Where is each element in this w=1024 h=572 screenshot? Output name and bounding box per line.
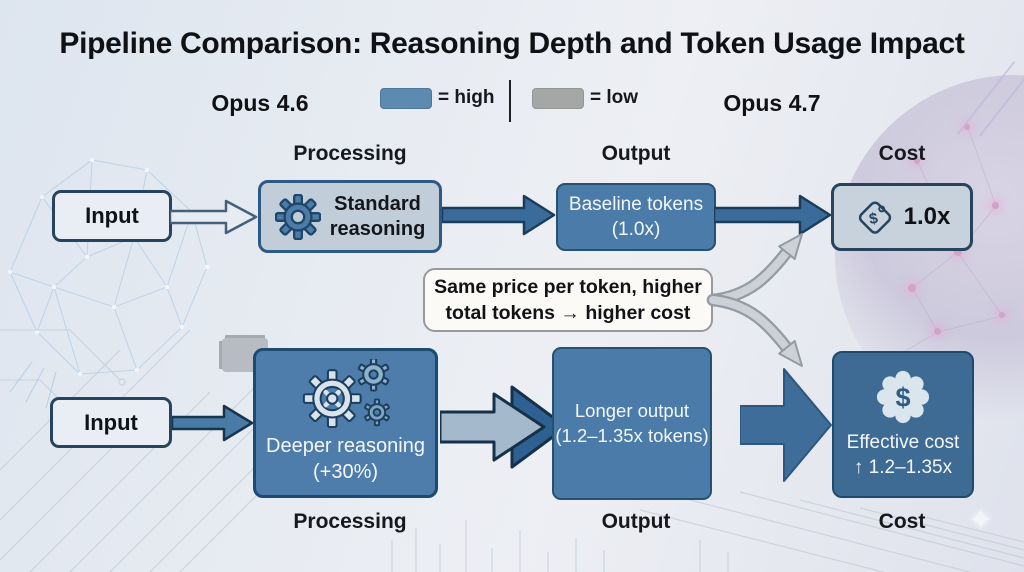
price-tag-dollar: $	[868, 210, 880, 228]
column-header-processing: Processing	[293, 142, 407, 165]
bottom-output-box: Longer output (1.2–1.35x tokens)	[552, 347, 712, 500]
page-title: Pipeline Comparison: Reasoning Depth and…	[59, 27, 965, 60]
top-processing-label: Standard reasoning	[329, 193, 426, 240]
globe-node	[992, 202, 999, 209]
globe-node	[964, 124, 970, 130]
column-header-output: Output	[601, 142, 671, 165]
top-output-box: Baseline tokens (1.0x)	[556, 183, 716, 251]
arrow-top-output-to-cost	[714, 194, 832, 236]
badge-dollar: $	[895, 383, 910, 413]
top-cost-label: 1.0x	[903, 203, 951, 230]
globe-node	[934, 328, 941, 335]
top-input-box: Input	[52, 190, 172, 242]
price-tag-icon: $	[858, 201, 891, 234]
footer-label-cost: Cost	[878, 510, 926, 533]
legend-divider	[509, 80, 511, 122]
footer-label-processing: Processing	[293, 510, 407, 533]
bottom-processing-box: Deeper reasoning (+30%)	[253, 348, 438, 498]
arrow-top-processing-to-output	[442, 194, 556, 236]
globe-node	[999, 312, 1005, 318]
gears-cluster-icon	[302, 359, 390, 429]
bottom-input-label: Input	[84, 409, 138, 435]
callout-branch-arrows	[706, 233, 803, 367]
dollar-badge-icon: $	[876, 370, 930, 423]
globe-node	[914, 158, 920, 164]
legend-low-label: = low	[590, 87, 639, 108]
arrow-bottom-input-to-processing	[172, 404, 254, 442]
arrow-bottom-processing-to-output	[440, 385, 568, 469]
top-processing-box: Standard reasoning	[258, 180, 442, 253]
price-callout: Same price per token, higher total token…	[423, 268, 713, 332]
legend-high-label: = high	[438, 87, 495, 108]
gear-icon	[274, 193, 321, 240]
bottom-cost-box: $ Effective cost ↑ 1.2–1.35x	[832, 351, 974, 498]
bottom-input-box: Input	[50, 397, 172, 448]
column-header-cost: Cost	[878, 142, 926, 165]
globe-node	[954, 248, 962, 256]
model-label-right: Opus 4.7	[723, 90, 821, 116]
arrow-top-input-to-processing	[170, 199, 258, 235]
bottom-cost-label: Effective cost ↑ 1.2–1.35x	[846, 431, 960, 478]
footer-label-output: Output	[601, 510, 671, 533]
globe-node	[908, 284, 916, 292]
top-input-label: Input	[85, 203, 139, 228]
legend-low-swatch	[532, 88, 584, 109]
arrow-bottom-output-to-cost	[740, 368, 832, 482]
top-cost-box: $ 1.0x	[831, 183, 973, 251]
legend-high-swatch	[380, 88, 432, 109]
sparkle-icon: ✦	[968, 504, 994, 537]
model-label-left: Opus 4.6	[211, 90, 309, 116]
bottom-processing-label: Deeper reasoning (+30%)	[266, 435, 425, 483]
